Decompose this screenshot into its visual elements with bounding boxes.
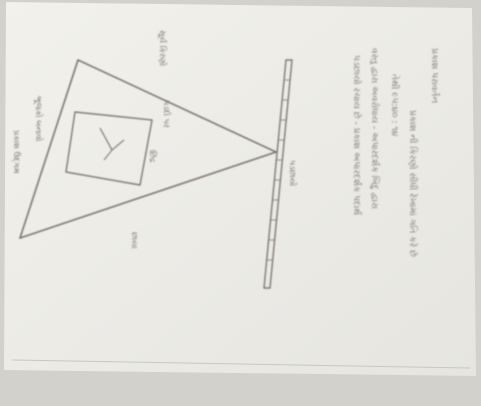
paper-edge-line: [11, 359, 471, 369]
inner-mark: [99, 127, 125, 161]
label-top-vertex: ભૂજકો બનાવો: [33, 96, 44, 142]
label-bottom: પડછાયો: [288, 160, 298, 186]
label-side-top: સૂર્ય કિરણો: [157, 30, 168, 66]
note-line-3: તેથી ૯૫:૪૦ : ૧૪: [389, 74, 401, 137]
label-side-bottom: છાયા: [130, 232, 139, 249]
label-center: પડદો પર: [162, 100, 172, 128]
note-line-5: પ્રકાશ પરાવર્તન: [429, 48, 440, 103]
triangle-shape: [18, 59, 278, 240]
screen-bar: [263, 59, 293, 289]
label-box: છિદ્ર: [148, 150, 157, 163]
note-line-4: પ્રકાશ ની કિરણો સીધી રેખામાં ગતિ કરે છે: [407, 110, 419, 257]
inner-rectangle: [65, 111, 153, 186]
paper-sheet: [4, 2, 476, 376]
screen-bar-ticks: [267, 79, 290, 261]
note-line-1: પડછાયો રચાય છે - પ્રકાશ અપારદર્શક પદાર્થ: [351, 55, 363, 215]
note-line-2: વસ્તુ દ્વારા અવરોધાય - અપારદર્શક બિંદુ દ…: [369, 48, 381, 209]
diagram: [18, 59, 293, 289]
label-left-vertex: પ્રકાશ ઉદ્ગમ: [12, 130, 22, 174]
